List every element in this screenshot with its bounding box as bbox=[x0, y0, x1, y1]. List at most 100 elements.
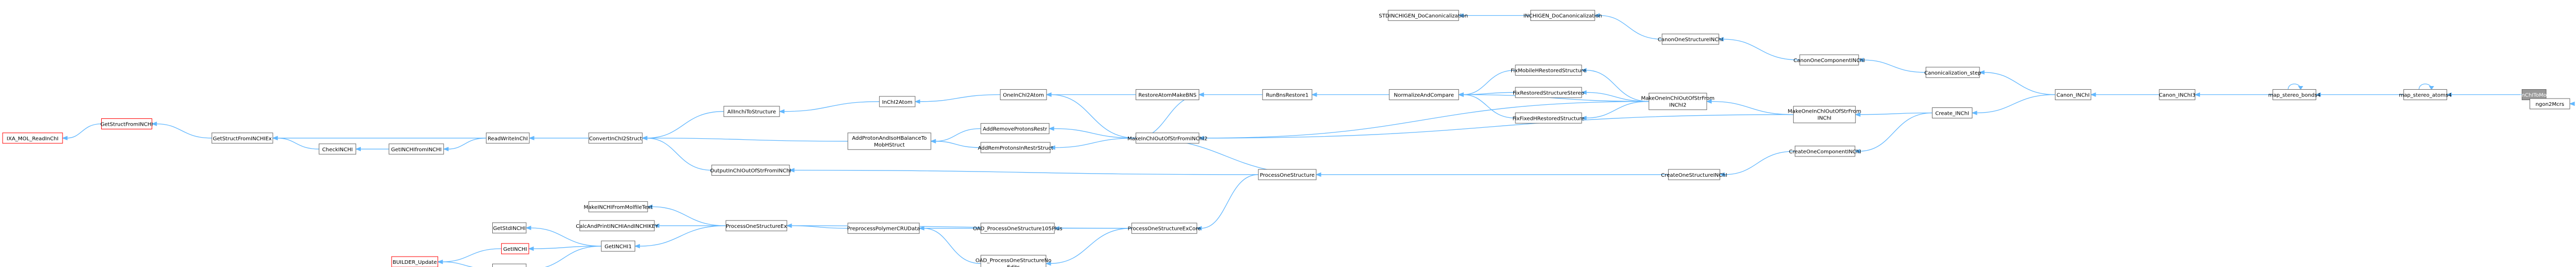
node-normalizeandcompare[interactable]: NormalizeAndCompare bbox=[1389, 89, 1459, 100]
edge-restoreatommakebns-to-oneinchi2atom bbox=[1046, 92, 1136, 97]
node-createonestructureinchi[interactable]: CreateOneStructureINChI bbox=[1661, 169, 1727, 180]
node-label: GetINCHI1 bbox=[604, 244, 631, 250]
node-oad-processonestructure105plus[interactable]: OAD_ProcessOneStructure105Plus bbox=[973, 223, 1063, 234]
node-oneinchi2atom[interactable]: OneInChI2Atom bbox=[1000, 89, 1047, 100]
node-box bbox=[1793, 106, 1856, 124]
node-makeinchioutofstrfrominchi2[interactable]: MakeInChIOutOfStrFromINChI2 bbox=[1127, 132, 1208, 144]
node-addremoveprotonsrestr[interactable]: AddRemoveProtonsRestr bbox=[980, 123, 1050, 135]
node-map-stereo-atoms4[interactable]: map_stereo_atoms4 bbox=[2399, 89, 2451, 100]
node-processonestructureexcore[interactable]: ProcessOneStructureExCore bbox=[1128, 223, 1201, 234]
node-box bbox=[1925, 67, 1980, 78]
edge-allinchitostructure-to-convertinchi2struct bbox=[641, 111, 724, 141]
node-addremprotonsinrestrstruct[interactable]: AddRemProtonsInRestrStruct bbox=[978, 142, 1053, 153]
node-calcandprintinchiandinchikey[interactable]: CalcAndPrintINCHIAndINCHIKEY bbox=[576, 220, 659, 232]
node-fixrestoredstructurestereo[interactable]: FixRestoredStructureStereo bbox=[1513, 87, 1584, 98]
edge-addremprotonsinrestrstruct-to-addprotonandisohbalanceto-mobhstruct bbox=[930, 139, 981, 148]
node-getinchi[interactable]: GetINCHI bbox=[501, 243, 529, 254]
node-getinchi1[interactable]: GetINCHI1 bbox=[601, 240, 636, 252]
node-runbnsrestore1[interactable]: RunBnsRestore1 bbox=[1262, 89, 1313, 100]
node-label: GetINCHIfromINCHI bbox=[391, 147, 442, 153]
node-getinchiex[interactable]: GetINCHIEx bbox=[492, 263, 527, 267]
node-canon-inchi3[interactable]: Canon_INChI3 bbox=[2159, 89, 2195, 100]
node-createonecomponentinchi[interactable]: CreateOneComponentINChI bbox=[1789, 145, 1861, 157]
edge-inchi2atom-to-allinchitostructure bbox=[779, 101, 880, 114]
node-oad-processonestructureno-edits[interactable]: OAD_ProcessOneStructureNoEdits bbox=[976, 254, 1052, 267]
node-box bbox=[980, 254, 1047, 267]
edge-processonestructureex-to-getinchi1 bbox=[634, 225, 726, 249]
node-label: CreateOneComponentINChI bbox=[1789, 149, 1861, 155]
node-getstdinchi[interactable]: GetStdINCHI bbox=[492, 222, 527, 234]
node-label: ConvertInChI2Struct bbox=[589, 136, 642, 142]
node-map-stereo-bonds4[interactable]: map_stereo_bonds4 bbox=[2268, 89, 2320, 100]
node-canononecomponentinchi[interactable]: CanonOneComponentINChI bbox=[1793, 54, 1865, 66]
edge-convertinchi2struct-to-readwriteinchi bbox=[528, 136, 589, 141]
node-allinchitostructure[interactable]: AllInchiToStructure bbox=[723, 106, 780, 117]
edge-outputinchioutofstrfrominchi-to-convertinchi2struct bbox=[641, 136, 712, 171]
node-ixa-mol-readinchi[interactable]: IXA_MOL_ReadInChI bbox=[2, 132, 63, 144]
node-label: OneInChI2Atom bbox=[1003, 93, 1044, 99]
node-ngon2mcrs[interactable]: ngon2Mcrs bbox=[2530, 98, 2570, 110]
node-preprocesspolymercrudata[interactable]: PreprocessPolymerCRUData bbox=[847, 223, 920, 234]
node-box bbox=[1668, 169, 1720, 180]
node-getstructfrominchi[interactable]: GetStructFromINCHI bbox=[101, 118, 153, 129]
edge-fixfixedhrestoredstructure-to-normalizeandcompare bbox=[1457, 92, 1516, 118]
node-box bbox=[1931, 107, 1973, 118]
node-processonestructureex[interactable]: ProcessOneStructureEx bbox=[725, 220, 787, 232]
node-inchi2atom[interactable]: InChI2Atom bbox=[879, 96, 916, 107]
node-box bbox=[879, 96, 916, 107]
edge-readwriteinchi-to-getstructfrominchiex bbox=[272, 136, 487, 141]
node-label: ProcessOneStructureExCore bbox=[1128, 226, 1201, 232]
node-label: RestoreAtomMakeBNS bbox=[1138, 93, 1196, 99]
node-label: FixMobileHRestoredStructure bbox=[1511, 68, 1586, 74]
node-box bbox=[723, 106, 780, 117]
edge-oad-processonestructureno-edits-to-preprocesspolymercrudata bbox=[918, 226, 981, 264]
node-label: STDINCHIGEN_DoCanonicalization bbox=[1379, 14, 1468, 19]
edge-oneinchi2atom-to-inchi2atom bbox=[914, 94, 1001, 104]
node-inchigen-docanonicalization[interactable]: INCHIGEN_DoCanonicalization bbox=[1523, 10, 1602, 21]
node-restoreatommakebns[interactable]: RestoreAtomMakeBNS bbox=[1135, 89, 1199, 100]
node-makeinchifrommolfiletext[interactable]: MakeINCHIFromMolfileText bbox=[584, 201, 652, 212]
node-getstructfrominchiex[interactable]: GetStructFromINCHIEx bbox=[211, 132, 273, 144]
node-label: MakeInChIOutOfStrFromINChI2 bbox=[1127, 136, 1208, 142]
node-builder-update[interactable]: BUILDER_Update bbox=[391, 256, 439, 267]
node-box bbox=[980, 142, 1051, 153]
node-box bbox=[485, 132, 530, 144]
node-processonestructure[interactable]: ProcessOneStructure bbox=[1258, 169, 1317, 180]
edge-addprotonandisohbalanceto-mobhstruct-to-convertinchi2struct bbox=[641, 136, 848, 142]
node-label: GetStdINCHI bbox=[493, 226, 526, 232]
node-label: CreateOneStructureINChI bbox=[1661, 173, 1727, 178]
edge-inchigen-docanonicalization-to-stdinchigen-docanonicalization bbox=[1457, 13, 1531, 18]
node-create-inchi[interactable]: Create_INChI bbox=[1931, 107, 1973, 118]
edge-makeoneinchioutofstrfrom-inchi2-to-fixmobilehrestoredstructure bbox=[1581, 68, 1649, 102]
node-outputinchioutofstrfrominchi[interactable]: OutputInChIOutOfStrFromINChI bbox=[710, 164, 792, 176]
node-box bbox=[1135, 89, 1199, 100]
node-box bbox=[2, 132, 63, 144]
node-canonicalization-step[interactable]: Canonicalization_step bbox=[1924, 67, 1981, 78]
node-checkinchi[interactable]: CheckINCHI bbox=[319, 143, 356, 155]
node-canon-inchi[interactable]: Canon_INChI bbox=[2055, 89, 2092, 100]
node-box bbox=[211, 132, 273, 144]
node-readwriteinchi[interactable]: ReadWriteInChI bbox=[485, 132, 530, 144]
node-convertinchi2struct[interactable]: ConvertInChI2Struct bbox=[588, 132, 643, 144]
edge-processonestructureexcore-to-oad-processonestructureno-edits bbox=[1045, 228, 1132, 266]
node-label: MakeINCHIFromMolfileText bbox=[584, 204, 652, 210]
node-label: IXA_MOL_ReadInChI bbox=[7, 136, 58, 142]
node-getinchifrominchi[interactable]: GetINCHIfromINCHI bbox=[388, 143, 444, 155]
node-label: ProcessOneStructure bbox=[1260, 173, 1315, 178]
node-fixmobilehrestoredstructure[interactable]: FixMobileHRestoredStructure bbox=[1511, 65, 1586, 76]
node-box bbox=[588, 132, 643, 144]
node-fixfixedhrestoredstructure[interactable]: FixFixedHRestoredStructure bbox=[1513, 112, 1585, 124]
node-stdinchigen-docanonicalization[interactable]: STDINCHIGEN_DoCanonicalization bbox=[1379, 10, 1468, 21]
node-box bbox=[725, 220, 787, 232]
edge-createonecomponentinchi-to-createonestructureinchi bbox=[1719, 151, 1795, 177]
node-label: GetStructFromINCHI bbox=[101, 122, 153, 128]
edge-canon-inchi3-to-canon-inchi bbox=[2090, 92, 2159, 97]
node-canononestructureinchi[interactable]: CanonOneStructureINChI bbox=[1658, 33, 1723, 45]
node-box bbox=[980, 223, 1055, 234]
edge-canon-inchi-to-create-inchi bbox=[1971, 94, 2056, 115]
